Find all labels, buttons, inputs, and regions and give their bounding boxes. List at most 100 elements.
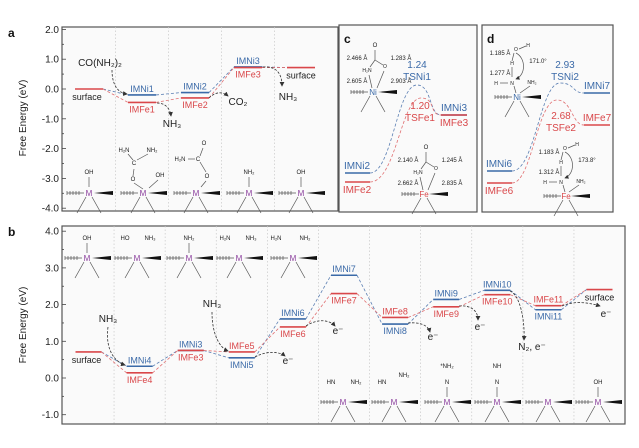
ni-level-label: IMNi11 [534, 312, 562, 322]
ni-level-label: IMNi9 [434, 288, 458, 298]
surface-structure-b-leg-bond [600, 405, 611, 423]
y-axis-label-b: Free Energy (eV) [18, 287, 29, 364]
fe-connector [254, 326, 281, 353]
ni-level-label: IMNi5 [230, 360, 254, 370]
fe-level-label: IMFe3 [440, 118, 469, 129]
bond [567, 144, 576, 149]
surface-structure-a-leg-bond [91, 196, 102, 214]
surface-structure-b-leg-bond [550, 405, 561, 423]
ligand-label: NH₂ [300, 236, 312, 242]
release-arrow [458, 305, 481, 321]
ligand-label: NH₂ [244, 170, 256, 176]
ts-ni-label: TSNi2 [551, 72, 579, 83]
distance-label: 2.466 Å [347, 55, 368, 62]
surface-label: surface [585, 293, 615, 303]
fe-level-label: IMFe7 [583, 113, 612, 124]
species-annotation: e⁻ [475, 322, 486, 333]
surface-structure-b-wedge-bond [348, 400, 367, 404]
distance-label: 2.140 Å [398, 157, 419, 164]
fe-level-label: IMFe9 [433, 309, 459, 319]
panel-label-a: a [8, 26, 15, 40]
y-tick-label: 1.0 [45, 337, 59, 348]
surface-structure-b-wedge-bond [194, 256, 213, 260]
ts-structure-wedge-bond [429, 192, 448, 196]
species-annotation: CO₂ [229, 97, 248, 108]
ligand-bond [133, 182, 144, 190]
surface-structure-a-leg-bond [130, 196, 141, 214]
y-tick-label: 1.0 [45, 55, 59, 66]
surface-structure-b-wedge-bond [244, 256, 263, 260]
ni-connector [459, 289, 485, 300]
surface-structure-b-atom: M [186, 254, 193, 263]
bond [427, 172, 436, 191]
atom-label: H [559, 160, 563, 166]
y-tick-label: 2.0 [45, 300, 59, 311]
panel-c-frame [338, 24, 478, 213]
surface-structure-b-atom: M [494, 398, 501, 407]
ts-ni-energy: 1.24 [407, 60, 427, 71]
y-tick-label: -1.0 [42, 410, 60, 421]
y-tick-label: -3.0 [42, 174, 60, 185]
panel-b-frame [61, 225, 626, 425]
species-annotation: e⁻ [333, 326, 344, 337]
atom-label: O [563, 146, 567, 152]
ts-structure-leg-bond [360, 95, 371, 113]
ligand-label: H₂N [119, 148, 130, 154]
atom-label: O [383, 64, 387, 70]
surface-structure-b-atom: M [236, 254, 243, 263]
surface-structure-b-leg-bond [280, 261, 291, 279]
ligand-label: NH₂ [351, 380, 363, 386]
surface-structure-a-wedge-bond [306, 191, 325, 195]
y-tick-label: -2.0 [42, 144, 60, 155]
ligand-bond [136, 153, 149, 161]
fe-level-label: IMFe5 [229, 341, 255, 351]
ligand-label: OH [156, 173, 165, 179]
ni-connector [254, 318, 281, 359]
surface-structure-b-leg-bond [191, 261, 202, 279]
ligand-label: OH [83, 236, 92, 242]
ts-structure-leg-bond [411, 197, 422, 215]
ni-connector [510, 289, 536, 311]
species-annotation: e⁻ [283, 356, 294, 367]
surface-structure-a-atom: M [140, 189, 147, 198]
surface-structure-b-leg-bond [434, 405, 445, 423]
ligand-label: NH [493, 364, 502, 370]
ts-structure-leg-bond [519, 100, 530, 118]
y-tick-label: 3.0 [45, 263, 59, 274]
atom-label: NH₂ [527, 80, 536, 86]
surface-structure-b-atom: M [134, 254, 141, 263]
surface-structure-b-wedge-bond [399, 400, 418, 404]
surface-structure-b-leg-bond [74, 261, 85, 279]
surface-structure-a-wedge-bond [254, 191, 273, 195]
bond [568, 184, 580, 193]
fe-level-label: IMFe7 [331, 296, 357, 306]
fe-connector [305, 293, 332, 328]
angle-arc [564, 151, 573, 179]
ts-fe-energy: 2.68 [551, 111, 571, 122]
distance-label: 1.277 Å [490, 70, 511, 77]
surface-structure-b-wedge-bond [298, 256, 317, 260]
surface-structure-b-wedge-bond [502, 400, 521, 404]
surface-structure-a-atom: M [298, 189, 305, 198]
ts-structure-leg-bond [568, 199, 579, 217]
ligand-label: OH [297, 170, 306, 176]
atom-label: N [510, 81, 514, 87]
ts-structure-atom: Fe [561, 192, 571, 201]
species-annotation: NH₃ [163, 119, 182, 130]
atom-label: NH₂ [576, 179, 585, 185]
species-annotation: CO(NH₂)₂ [78, 58, 122, 69]
ni-level-label: IMNi3 [441, 103, 468, 114]
fe-level-label: IMFe1 [129, 104, 155, 114]
surface-structure-b-leg-bond [499, 405, 510, 423]
ni-connector [203, 350, 229, 359]
ligand-label: NH₂ [399, 373, 411, 379]
distance-label: 2.903 Å [391, 78, 412, 85]
ts-structure-atom: Fe [419, 190, 429, 199]
distance-label: 2.662 Å [398, 180, 419, 187]
ligand-label: HN [378, 380, 387, 386]
ni-level-label: IMNi10 [483, 279, 512, 289]
surface-structure-a-leg-bond [76, 196, 87, 214]
surface-label: surface [72, 92, 102, 102]
surface-structure-a-leg-bond [288, 196, 299, 214]
